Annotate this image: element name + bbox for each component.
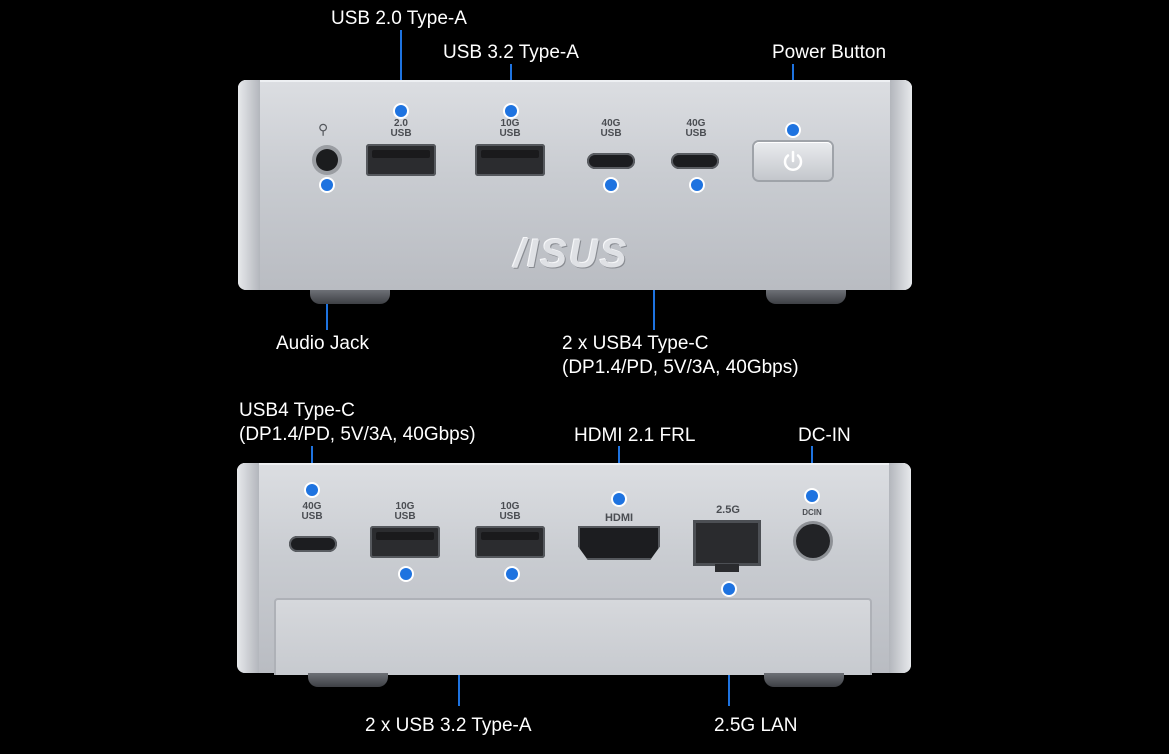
front-usbc1-port [587, 153, 635, 169]
audio-jack-port [316, 149, 338, 171]
rear-access-panel [274, 598, 872, 675]
callout-usb32-typea: USB 3.2 Type-A [443, 42, 579, 63]
rear-dcin-port [796, 524, 830, 558]
rear-lan-port [693, 520, 761, 572]
power-button[interactable] [754, 142, 832, 180]
usb20-callout-dot [395, 105, 407, 117]
callout-usb4-typec-front: 2 x USB4 Type-C (DP1.4/PD, 5V/3A, 40Gbps… [562, 332, 799, 380]
callout-usb4-front-line2: (DP1.4/PD, 5V/3A, 40Gbps) [562, 357, 799, 378]
callout-usb32-typea-rear: 2 x USB 3.2 Type-A [365, 715, 532, 736]
rear-lan-label: 2.5G [716, 504, 740, 516]
rear-endcap-left [237, 463, 259, 673]
power-icon [783, 150, 803, 171]
callout-lan: 2.5G LAN [714, 715, 798, 736]
hdmi-callout-dot [613, 493, 625, 505]
callout-audio-jack: Audio Jack [276, 333, 369, 354]
callout-usb4-rear-line2: (DP1.4/PD, 5V/3A, 40Gbps) [239, 424, 476, 445]
front-foot-right [766, 290, 846, 304]
callout-usb20-typea: USB 2.0 Type-A [331, 8, 467, 29]
callout-hdmi: HDMI 2.1 FRL [574, 425, 696, 446]
callout-usb4-typec-rear: USB4 Type-C (DP1.4/PD, 5V/3A, 40Gbps) [239, 399, 476, 447]
usb32-callout-dot [505, 105, 517, 117]
front-panel [238, 80, 912, 290]
front-usb32-port [475, 144, 545, 176]
audio-callout-dot [321, 179, 333, 191]
lan-callout-dot [723, 583, 735, 595]
dcin-callout-dot [806, 490, 818, 502]
rear-dcin-label: DCIN [802, 508, 822, 517]
rear-usba2-callout-dot [506, 568, 518, 580]
front-usb20-port [366, 144, 436, 176]
usbc1-callout-dot [605, 179, 617, 191]
rear-foot-right [764, 673, 844, 687]
callout-usb4-rear-line1: USB4 Type-C [239, 400, 355, 421]
rear-hdmi-port [578, 526, 660, 560]
rear-usba1-port [370, 526, 440, 558]
rear-foot-left [308, 673, 388, 687]
asus-logo: /ISUS [514, 232, 629, 276]
rear-hdmi-label: HDMI [604, 512, 634, 524]
headset-icon: ⚲ [318, 121, 329, 137]
rear-usbc-port [289, 536, 337, 552]
rear-usbc-callout-dot [306, 484, 318, 496]
rear-endcap-right [889, 463, 911, 673]
front-foot-left [310, 290, 390, 304]
callout-usb4-front-line1: 2 x USB4 Type-C [562, 333, 709, 354]
rear-usba1-callout-dot [400, 568, 412, 580]
power-callout-dot [787, 124, 799, 136]
callout-dcin: DC-IN [798, 425, 851, 446]
callout-power-button: Power Button [772, 42, 887, 63]
front-usbc2-port [671, 153, 719, 169]
front-endcap-left [238, 80, 260, 290]
rear-usba2-port [475, 526, 545, 558]
usbc2-callout-dot [691, 179, 703, 191]
front-endcap-right [890, 80, 912, 290]
